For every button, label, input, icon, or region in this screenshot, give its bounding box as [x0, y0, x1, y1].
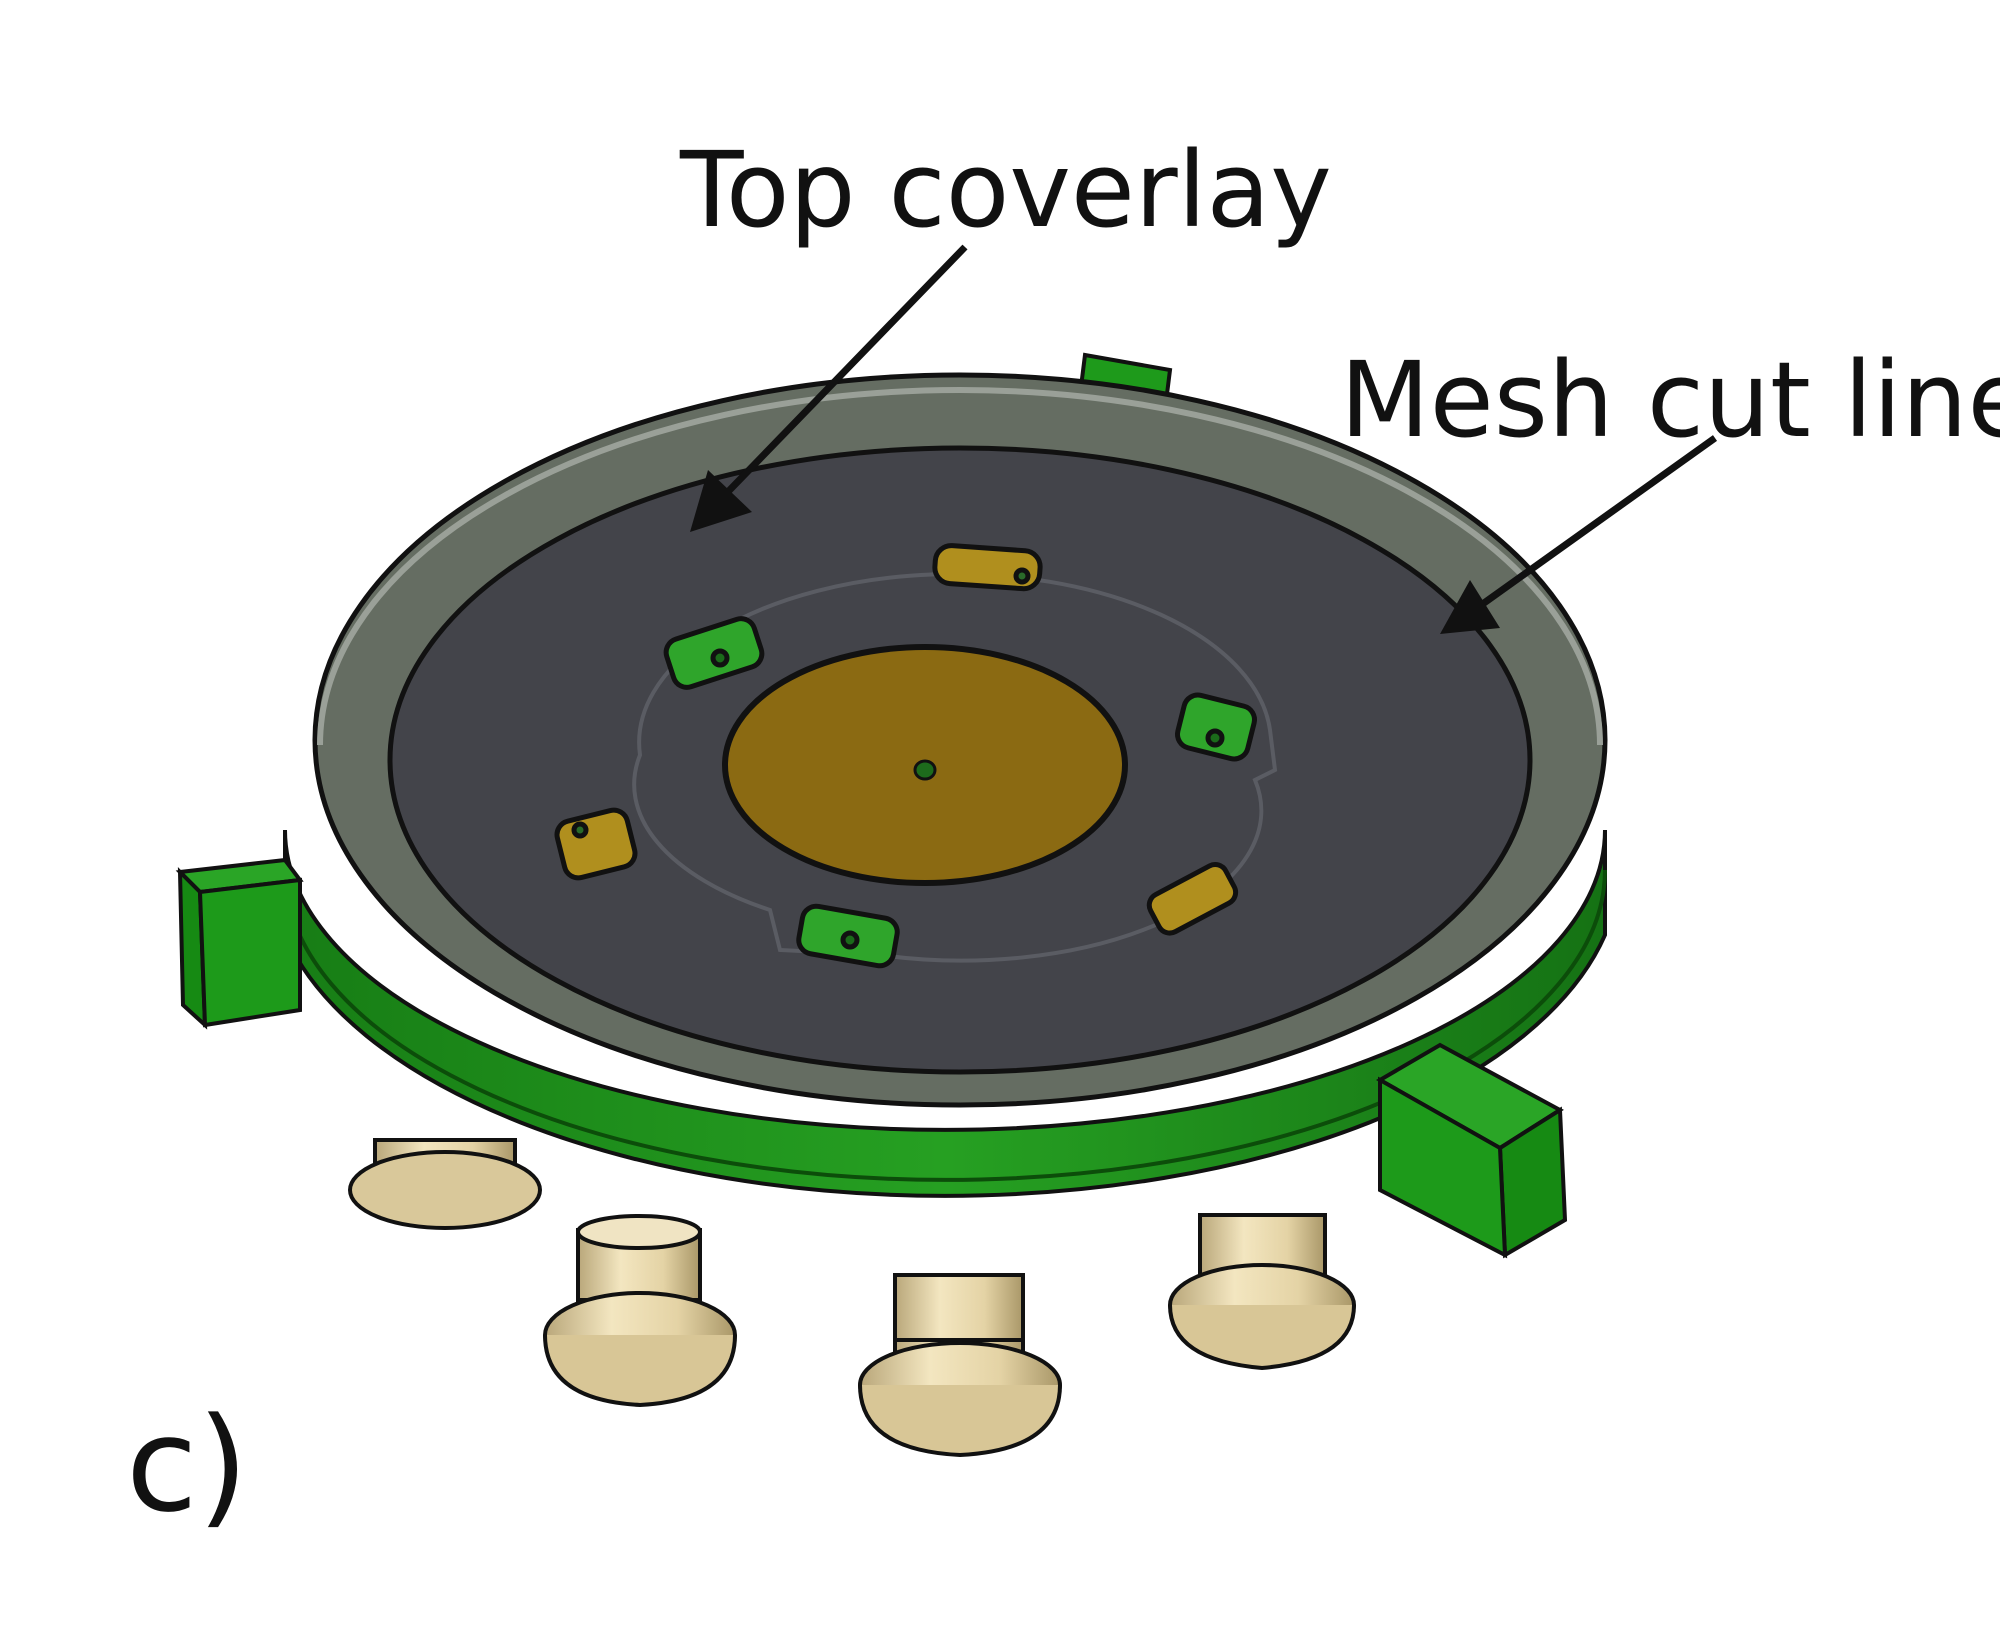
connector-pin-icon: [543, 1214, 737, 1408]
board-tab-right: [1375, 1042, 1568, 1259]
pcb-board-icon: [283, 829, 1607, 1198]
connector-pin-icon: [1168, 1213, 1356, 1371]
pad-green-right: [1175, 692, 1257, 762]
pad-gold-right: [1146, 861, 1239, 936]
arrow-top-coverlay: [690, 244, 968, 532]
label-mesh-cut-line: Mesh cut line: [1340, 339, 2000, 461]
label-top-coverlay: Top coverlay: [680, 129, 1332, 251]
connector-pin-icon: [348, 1138, 542, 1230]
connector-pin-icon: [858, 1273, 1062, 1458]
panel-label: c): [126, 1389, 249, 1541]
pad-green-bottom: [796, 903, 900, 969]
pad-green-left: [663, 616, 765, 690]
pad-gold-top: [932, 543, 1043, 592]
arrow-mesh-cut-line: [1440, 435, 1718, 634]
pad-gold-left: [554, 807, 638, 881]
board-tab-left: [175, 857, 304, 1030]
